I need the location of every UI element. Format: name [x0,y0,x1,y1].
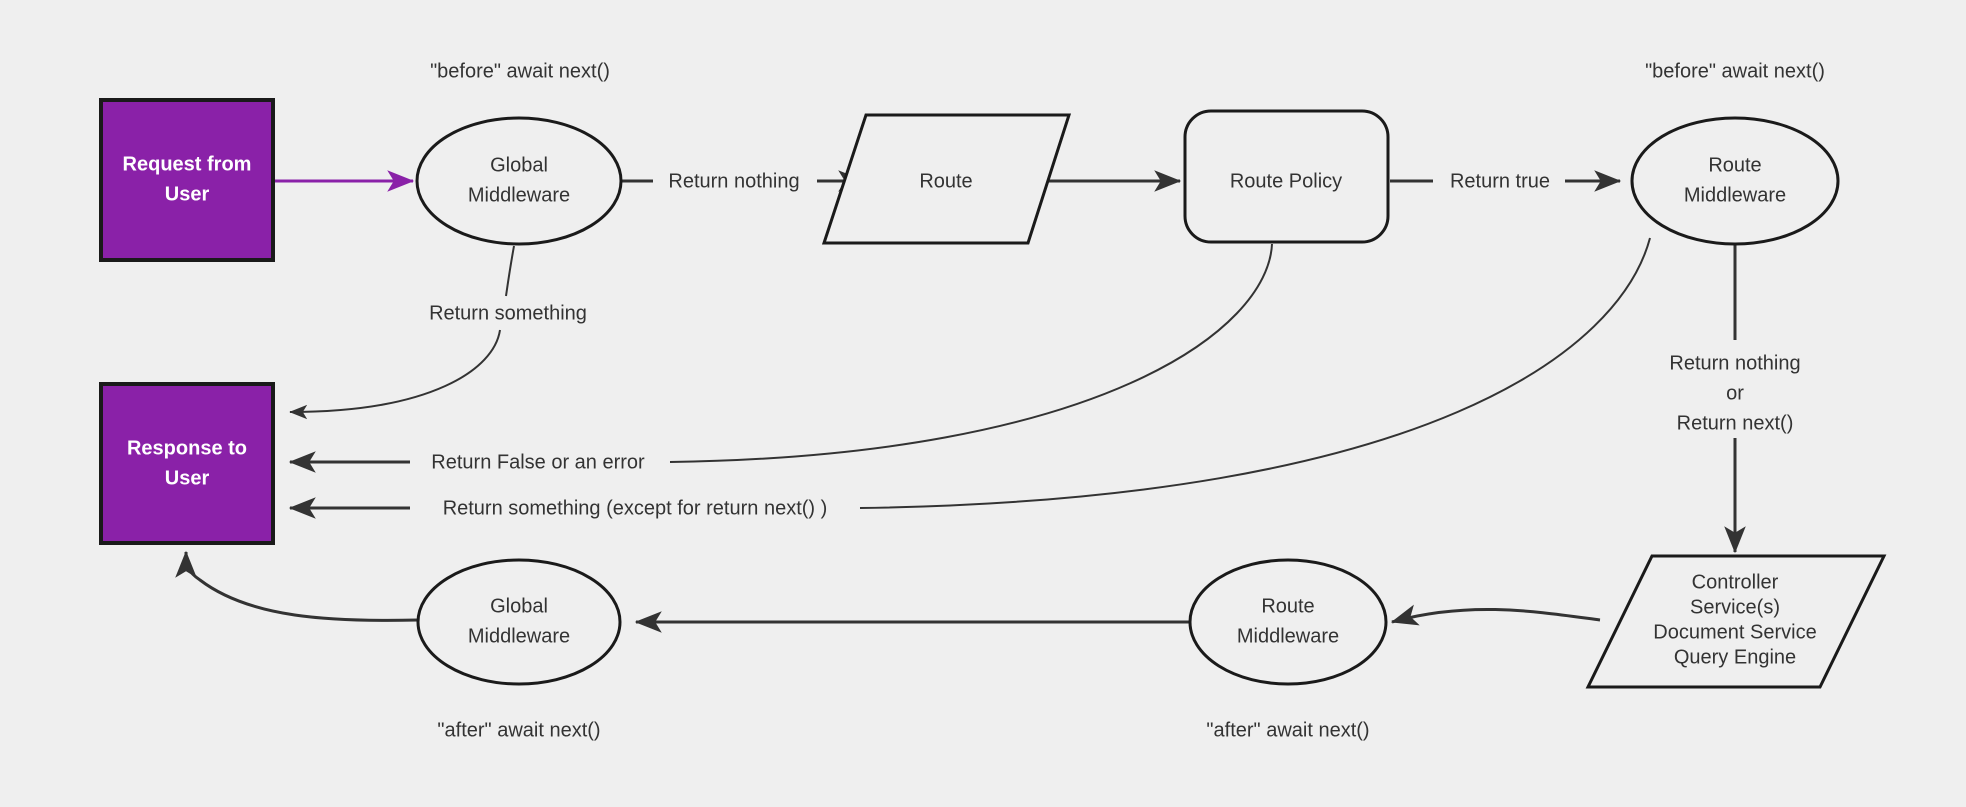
route-label: Route [919,170,972,192]
global-middleware-top-label-line1: Global [490,154,548,176]
controller-label-line4: Query Engine [1674,646,1796,668]
annotation-after-await-next-route-middleware: "after" await next() [1206,719,1369,741]
node-route-policy[interactable]: Route Policy [1183,109,1390,244]
controller-label-line3: Document Service [1653,621,1816,643]
global-middleware-bottom-label-line2: Middleware [468,625,570,647]
route-middleware-top-label-line2: Middleware [1684,184,1786,206]
route-policy-label: Route Policy [1230,170,1342,192]
edge-label-return-next-line3: Return next() [1677,412,1794,434]
edge-route-middleware-to-controller: Return nothing or Return next() [1669,245,1801,554]
route-middleware-bottom-label-line2: Middleware [1237,625,1339,647]
response-to-user-label-line1: Response to [127,437,247,459]
edge-route-policy-to-route-middleware: Return true [1390,170,1622,192]
edge-label-return-something: Return something [429,302,587,324]
node-controller-service[interactable]: Controller Service(s) Document Service Q… [1585,554,1887,689]
edge-controller-to-route-middleware-bottom [1390,604,1601,626]
annotation-before-await-next-route-middleware: "before" await next() [1645,60,1825,82]
edge-label-return-true: Return true [1450,170,1550,192]
request-from-user-label-line1: Request from [123,153,252,175]
node-response-to-user[interactable]: Response to User [99,382,275,545]
edge-global-middleware-return-something: Return something [289,245,587,420]
edge-route-middleware-return-something-except: Return something (except for return next… [288,237,1651,519]
node-global-middleware-top[interactable]: Global Middleware [415,116,623,246]
edge-label-return-nothing-line1: Return nothing [1669,352,1800,374]
edge-label-return-something-except: Return something (except for return next… [443,497,828,519]
controller-label-line2: Service(s) [1690,596,1780,618]
node-route-middleware-bottom[interactable]: Route Middleware [1188,558,1388,686]
annotation-after-await-next-global: "after" await next() [437,719,600,741]
node-request-from-user[interactable]: Request from User [99,98,275,262]
node-global-middleware-bottom[interactable]: Global Middleware [416,558,622,686]
edge-global-middleware-bottom-to-response [175,550,419,622]
edge-global-middleware-to-route: Return nothing [621,170,866,192]
edge-label-return-false-or-error: Return False or an error [431,451,645,473]
controller-label-line1: Controller [1692,571,1779,593]
annotation-before-await-next-global: "before" await next() [430,60,610,82]
request-from-user-label-line2: User [165,183,210,205]
edge-route-policy-return-false: Return False or an error [288,243,1273,473]
response-to-user-label-line2: User [165,467,210,489]
edge-label-return-nothing: Return nothing [668,170,799,192]
route-middleware-top-label-line1: Route [1708,154,1761,176]
global-middleware-bottom-label-line1: Global [490,595,548,617]
route-middleware-bottom-label-line1: Route [1261,595,1314,617]
edge-label-return-nothing-line2: or [1726,382,1744,404]
global-middleware-top-label-line2: Middleware [468,184,570,206]
node-route-middleware-top[interactable]: Route Middleware [1630,116,1840,246]
node-route[interactable]: Route [821,113,1072,245]
